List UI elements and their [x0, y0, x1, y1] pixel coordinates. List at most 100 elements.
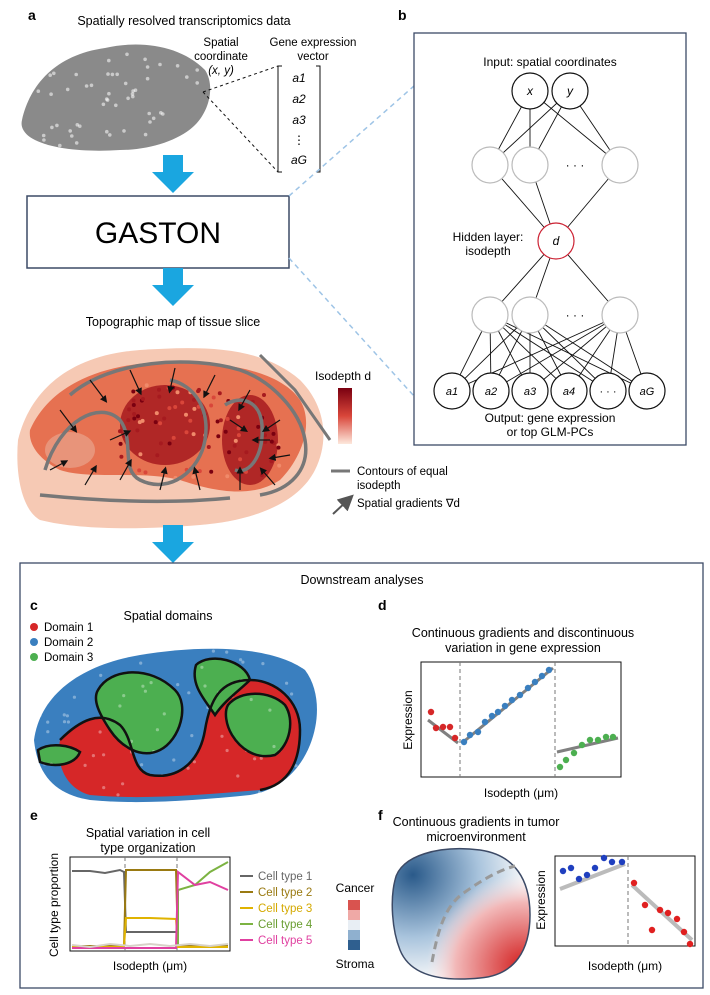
domain-gap-dot [258, 791, 262, 795]
tumor-expression-point [686, 940, 694, 948]
input-node [511, 72, 549, 110]
domain-gap-dot [39, 790, 43, 794]
domain-gap-dot [294, 764, 298, 768]
gaston-box [26, 195, 290, 269]
tissue-gap-dot [42, 52, 47, 56]
domain-gap-dot [301, 665, 305, 669]
domain-3-region-4 [38, 745, 80, 765]
tissue-gap-dot [74, 141, 79, 145]
topo-dot [211, 395, 216, 400]
topo-dot [259, 473, 264, 478]
panel-e-xlabel: Isodepth (μm) [113, 959, 187, 973]
vector-entry-2: a2 [292, 92, 306, 106]
tissue-gap-dot [108, 133, 112, 137]
domain-gap-dot [143, 689, 147, 693]
domain-gap-dot [239, 658, 243, 662]
tissue-gap-dot [75, 123, 80, 127]
tissue-gap-dot [55, 123, 59, 128]
tissue-gap-dot [41, 133, 46, 138]
nn-edge [529, 90, 621, 166]
topo-dot [154, 411, 159, 416]
topo-dot [233, 438, 238, 443]
domain-3-label: Domain 3 [44, 652, 93, 664]
expression-point [602, 733, 610, 741]
hidden-label-2: isodepth [465, 244, 510, 258]
topo-dot [157, 394, 162, 399]
output-label-2: or top GLM-PCs [507, 425, 594, 439]
topo-dot [216, 434, 221, 439]
domain-gap-dot [268, 708, 272, 712]
output-node-label: a2 [485, 386, 497, 398]
expression-point [586, 736, 594, 744]
gradient-arrow [167, 367, 176, 394]
tissue-gap-dot [159, 111, 163, 115]
domain-3-region-2 [194, 658, 250, 715]
panel-letter-a: a [28, 7, 36, 23]
topo-dot [184, 430, 189, 435]
tumor-expression-point [648, 926, 656, 934]
output-node-label: a3 [524, 386, 537, 398]
topo-dot [256, 424, 261, 429]
tumor-expression-point [630, 879, 638, 887]
dashed-link-top [288, 85, 415, 197]
domain-gap-dot [140, 763, 144, 767]
topo-dot [227, 450, 232, 455]
topo-dot [136, 414, 140, 419]
tissue-gap-dot [43, 144, 48, 148]
tissue-gap-dot [195, 68, 199, 72]
domain-gap-dot [190, 734, 194, 738]
topo-dot [118, 441, 123, 446]
topo-dot [135, 428, 140, 433]
topo-dot [263, 439, 268, 444]
spatial-coord-label-2: coordinate [194, 51, 248, 63]
topo-dot [263, 433, 267, 438]
domain-gap-dot [46, 720, 50, 724]
domain-gap-dot [42, 651, 46, 656]
output-node-label: · · · [599, 386, 616, 398]
tissue-gap-dot [104, 97, 109, 101]
gradient-legend-arrow-icon [332, 494, 354, 515]
topo-dot [131, 398, 136, 403]
expression-point [427, 708, 435, 716]
expression-point [446, 723, 454, 731]
domain-gap-dot [290, 692, 294, 696]
tissue-gap-dot [123, 81, 128, 86]
tissue-gap-dot [101, 102, 106, 107]
input-node [551, 72, 589, 110]
domain-gap-dot [66, 720, 70, 724]
topo-dot [141, 397, 145, 401]
hidden-ellipsis: · · · [566, 158, 585, 172]
topo-dot [196, 389, 201, 394]
cell-type-1-label: Cell type 1 [258, 871, 312, 883]
spatial-coord-label-3: (x, y) [208, 65, 234, 77]
topo-dot [218, 418, 223, 423]
domain-gap-dot [38, 713, 42, 717]
topo-dot [225, 474, 230, 479]
down-arrow-1-icon [152, 155, 194, 193]
tissue-gap-dot [65, 87, 70, 92]
hidden-ellipsis: · · · [566, 308, 585, 322]
nn-edge [490, 314, 621, 392]
tissue-scatter-gray [21, 44, 211, 151]
tumor-microenvironment-blob [391, 848, 531, 980]
domain-gap-dot [102, 753, 106, 757]
tissue-gap-dot [145, 65, 150, 69]
tissue-gap-dot [89, 83, 94, 88]
tumor-expression-point [575, 875, 583, 883]
domain-gap-dot [203, 684, 207, 688]
output-node-label: a1 [446, 386, 458, 398]
tumor-expression-point [559, 867, 567, 875]
tissue-gap-dot [125, 52, 129, 57]
topo-dot [140, 418, 145, 423]
panel-e-legend: Cell type 1 Cell type 2 Cell type 3 Cell… [240, 871, 313, 947]
topo-dot [191, 474, 196, 479]
topo-dot [184, 412, 188, 417]
topo-dot [173, 405, 178, 409]
topo-dot [158, 441, 163, 446]
expression-point [439, 723, 447, 731]
tissue-gap-dot [107, 58, 111, 63]
cell-type-line [72, 870, 229, 949]
topo-dot [276, 445, 281, 450]
domain-gap-dot [285, 681, 289, 685]
